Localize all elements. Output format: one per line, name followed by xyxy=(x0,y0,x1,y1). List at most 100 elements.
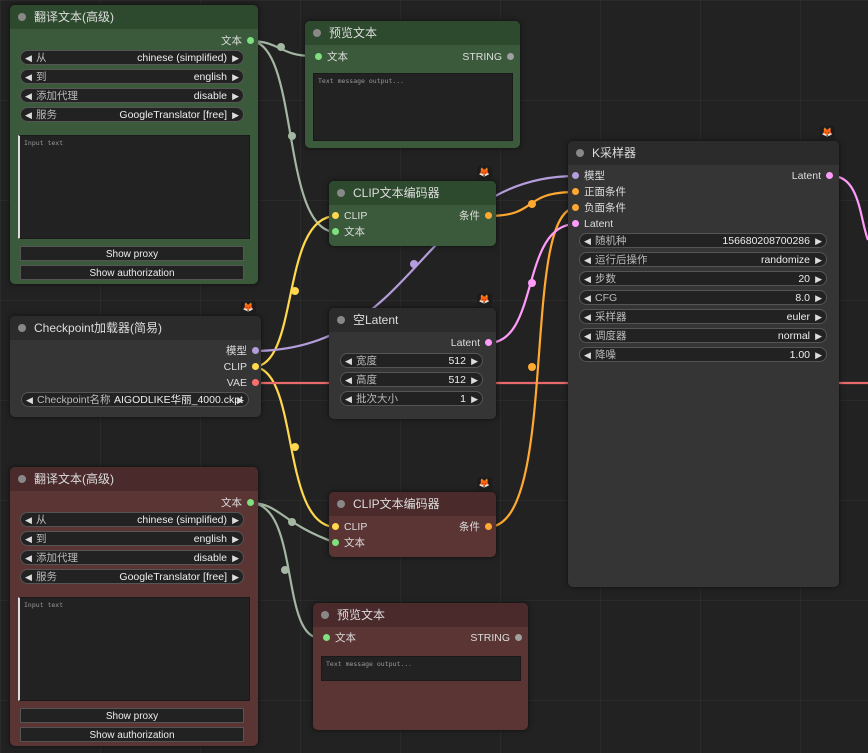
arrow-left-icon[interactable]: ◀ xyxy=(584,255,591,265)
output-slot-icon[interactable] xyxy=(485,212,492,219)
output-clip[interactable]: CLIP xyxy=(167,360,259,374)
output-slot-icon[interactable] xyxy=(252,363,259,370)
arrow-right-icon[interactable]: ▶ xyxy=(815,274,822,284)
output-string[interactable]: STRING xyxy=(430,631,522,645)
input-slot-icon[interactable] xyxy=(572,204,579,211)
arrow-right-icon[interactable]: ▶ xyxy=(815,350,822,360)
output-string[interactable]: STRING xyxy=(422,50,514,64)
node-title-bar[interactable]: 空Latent xyxy=(329,308,496,332)
output-latent[interactable]: Latent xyxy=(741,169,833,183)
node-title-bar[interactable]: 预览文本 xyxy=(313,603,528,627)
collapse-dot-icon[interactable] xyxy=(313,29,321,37)
arrow-right-icon[interactable]: ▶ xyxy=(232,515,239,525)
checkpoint-loader-node[interactable]: Checkpoint加载器(简易) 模型 CLIP VAE ◀Checkpoin… xyxy=(10,316,261,417)
arrow-left-icon[interactable]: ◀ xyxy=(25,110,32,120)
input-negative[interactable]: 负面条件 xyxy=(572,201,626,215)
output-latent[interactable]: Latent xyxy=(400,336,492,350)
node-title-bar[interactable]: 预览文本 xyxy=(305,21,520,45)
clip-encoder-negative[interactable]: CLIP文本编码器 CLIP 文本 条件 xyxy=(329,492,496,557)
arrow-right-icon[interactable]: ▶ xyxy=(815,255,822,265)
node-title-bar[interactable]: Checkpoint加载器(简易) xyxy=(10,316,261,340)
show-proxy-button[interactable]: Show proxy xyxy=(20,708,244,723)
collapse-dot-icon[interactable] xyxy=(337,316,345,324)
arrow-right-icon[interactable]: ▶ xyxy=(237,395,244,405)
arrow-left-icon[interactable]: ◀ xyxy=(584,293,591,303)
arrow-left-icon[interactable]: ◀ xyxy=(584,236,591,246)
arrow-right-icon[interactable]: ▶ xyxy=(232,91,239,101)
collapse-dot-icon[interactable] xyxy=(321,611,329,619)
output-slot-icon[interactable] xyxy=(247,37,254,44)
arrow-left-icon[interactable]: ◀ xyxy=(25,553,32,563)
output-text-area[interactable]: Text message output... xyxy=(313,73,513,141)
arrow-left-icon[interactable]: ◀ xyxy=(345,356,352,366)
arrow-right-icon[interactable]: ▶ xyxy=(232,572,239,582)
arrow-left-icon[interactable]: ◀ xyxy=(25,91,32,101)
input-slot-icon[interactable] xyxy=(332,212,339,219)
collapse-dot-icon[interactable] xyxy=(576,149,584,157)
arrow-right-icon[interactable]: ▶ xyxy=(815,236,822,246)
clip-encoder-positive[interactable]: CLIP文本编码器 CLIP 文本 条件 xyxy=(329,181,496,246)
show-authorization-button[interactable]: Show authorization xyxy=(20,265,244,280)
input-text-area[interactable]: Input text xyxy=(18,597,250,701)
input-slot-icon[interactable] xyxy=(315,53,322,60)
input-text[interactable]: 文本 xyxy=(332,536,365,550)
arrow-right-icon[interactable]: ▶ xyxy=(232,534,239,544)
arrow-right-icon[interactable]: ▶ xyxy=(232,72,239,82)
output-slot-icon[interactable] xyxy=(252,379,259,386)
arrow-left-icon[interactable]: ◀ xyxy=(26,395,33,405)
arrow-right-icon[interactable]: ▶ xyxy=(232,110,239,120)
show-authorization-button[interactable]: Show authorization xyxy=(20,727,244,742)
output-slot-icon[interactable] xyxy=(826,172,833,179)
output-slot-icon[interactable] xyxy=(485,339,492,346)
arrow-left-icon[interactable]: ◀ xyxy=(584,312,591,322)
arrow-left-icon[interactable]: ◀ xyxy=(345,375,352,385)
output-conditioning[interactable]: 条件 xyxy=(420,520,492,534)
output-slot-icon[interactable] xyxy=(485,523,492,530)
arrow-right-icon[interactable]: ▶ xyxy=(232,53,239,63)
output-slot-icon[interactable] xyxy=(252,347,259,354)
output-text-area[interactable]: Text message output... xyxy=(321,656,521,681)
arrow-right-icon[interactable]: ▶ xyxy=(471,356,478,366)
input-positive[interactable]: 正面条件 xyxy=(572,185,626,199)
input-clip[interactable]: CLIP xyxy=(332,520,367,534)
input-model[interactable]: 模型 xyxy=(572,169,605,183)
node-title-bar[interactable]: K采样器 xyxy=(568,141,839,165)
input-latent[interactable]: Latent xyxy=(572,217,613,231)
input-slot-icon[interactable] xyxy=(332,228,339,235)
preview-node-top[interactable]: 预览文本 文本 STRING Text message output... xyxy=(305,21,520,148)
arrow-left-icon[interactable]: ◀ xyxy=(25,53,32,63)
arrow-left-icon[interactable]: ◀ xyxy=(25,572,32,582)
input-text-area[interactable]: Input text xyxy=(18,135,250,239)
input-slot-icon[interactable] xyxy=(323,634,330,641)
collapse-dot-icon[interactable] xyxy=(18,13,26,21)
arrow-right-icon[interactable]: ▶ xyxy=(815,331,822,341)
input-slot-icon[interactable] xyxy=(572,188,579,195)
input-text[interactable]: 文本 xyxy=(332,225,365,239)
arrow-right-icon[interactable]: ▶ xyxy=(232,553,239,563)
node-title-bar[interactable]: CLIP文本编码器 xyxy=(329,492,496,516)
collapse-dot-icon[interactable] xyxy=(18,475,26,483)
input-clip[interactable]: CLIP xyxy=(332,209,367,223)
node-title-bar[interactable]: CLIP文本编码器 xyxy=(329,181,496,205)
preview-node-bottom[interactable]: 预览文本 文本 STRING Text message output... xyxy=(313,603,528,730)
